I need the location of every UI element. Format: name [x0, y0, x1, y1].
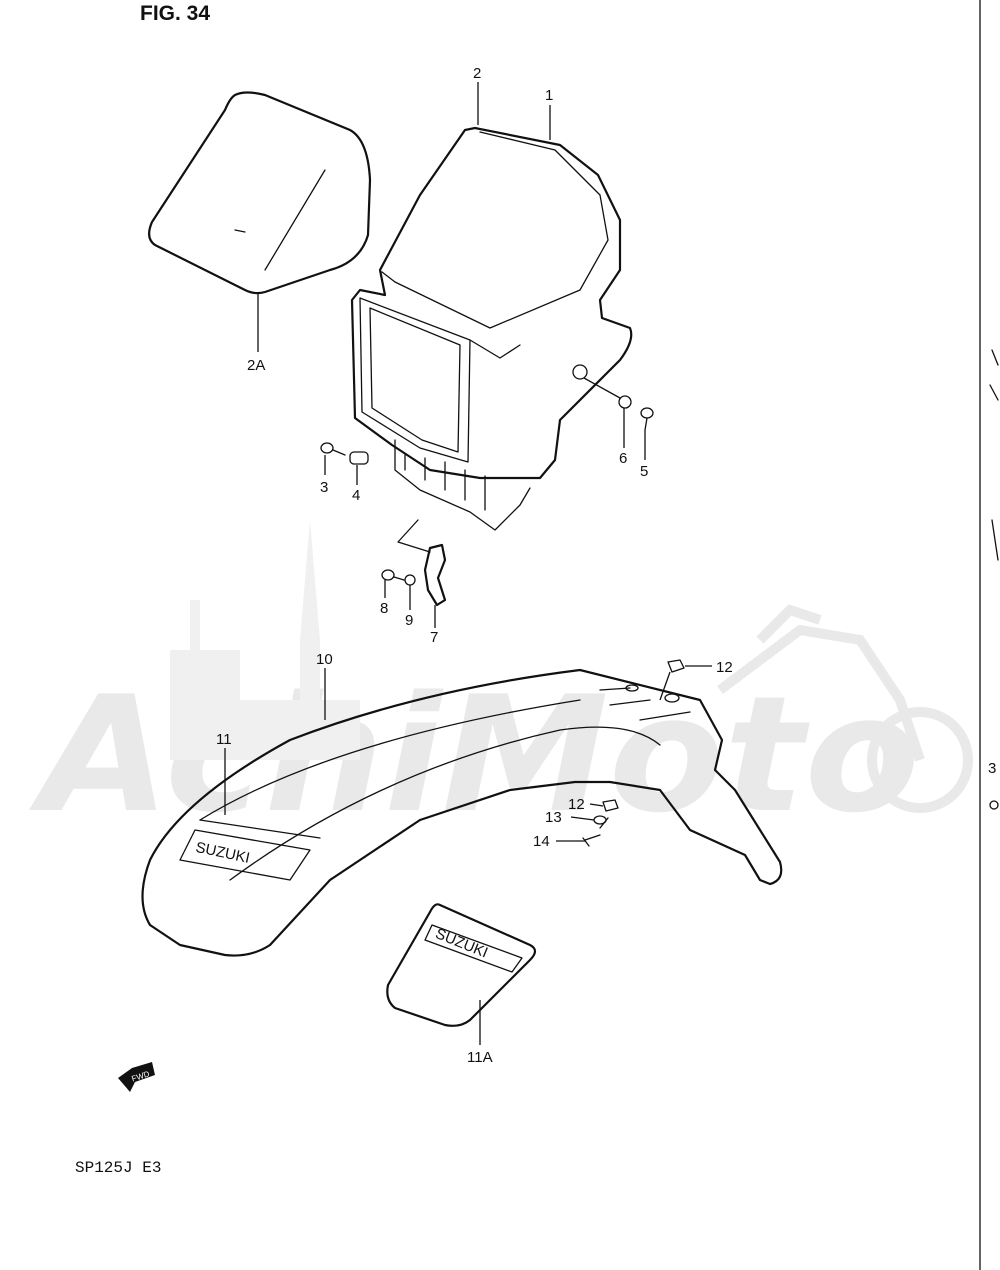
callout-12-top: 12: [716, 659, 733, 676]
watermark-castle-icon: [170, 520, 360, 760]
callout-3: 3: [320, 479, 328, 496]
part-11a-mudflap-decal: SUZUKI: [386, 903, 537, 1027]
callout-2: 2: [473, 65, 481, 82]
callout-9: 9: [405, 612, 413, 629]
callout-8: 8: [380, 600, 388, 617]
callout-7: 7: [430, 629, 438, 646]
part-14-bolt: [582, 817, 609, 847]
callout-6: 6: [619, 450, 627, 467]
part-9-washer: [404, 574, 416, 586]
model-code: SP125J E3: [75, 1159, 161, 1177]
figure-title: FIG. 34: [140, 2, 210, 25]
callout-13: 13: [545, 809, 562, 826]
callout-14: 14: [533, 833, 550, 850]
callout-4: 4: [352, 487, 360, 504]
callout-12-lower: 12: [568, 796, 585, 813]
part-6-washer: [618, 395, 632, 409]
edge-fragment: 3: [979, 0, 999, 1270]
part-7-bracket: [397, 519, 447, 607]
part-5-screw: [640, 407, 654, 431]
callout-10: 10: [316, 651, 333, 668]
leader-lines: [224, 82, 712, 1045]
callout-1: 1: [545, 87, 553, 104]
part-8-screw: [381, 569, 405, 581]
watermark-motorcycle-icon: [717, 604, 973, 813]
part-12-nut-top: [667, 659, 685, 673]
watermark: AchiMoto: [28, 520, 973, 848]
part-12-nut-lower: [602, 799, 619, 812]
mudflap-decal-text: SUZUKI: [433, 925, 490, 961]
fwd-arrow-icon: FWD: [118, 1062, 155, 1092]
part-2a-plate: [148, 91, 372, 295]
part-10-front-fender: [141, 668, 783, 957]
part-1-headlight-cowl: [350, 126, 633, 531]
callout-2a: 2A: [247, 357, 265, 374]
part-4-grommet: [349, 451, 369, 465]
callout-5: 5: [640, 463, 648, 480]
part-3-screw: [320, 442, 346, 456]
watermark-text: AchiMoto: [28, 661, 920, 848]
callout-labels: 1 2 2A 3 4 5 6 7 8 9 10 11 11A 12 12 13 …: [216, 65, 733, 1066]
edge-callout-3: 3: [988, 760, 996, 777]
callout-11: 11: [216, 731, 232, 748]
callout-11a: 11A: [467, 1049, 493, 1066]
